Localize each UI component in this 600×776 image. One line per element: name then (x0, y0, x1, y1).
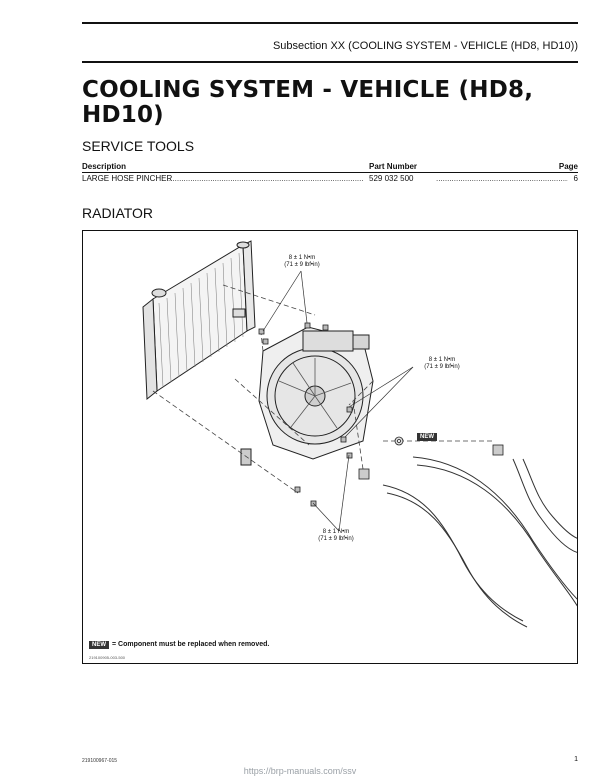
bolts (258, 322, 353, 507)
tool-part-number: 529 032 500 (369, 174, 414, 183)
torque-value: 8 ± 1 N•m (288, 255, 316, 261)
col-description: Description (82, 162, 127, 171)
col-part-number: Part Number (369, 162, 418, 171)
service-tools-heading: SERVICE TOOLS (82, 138, 195, 154)
new-badge: NEW (417, 433, 437, 441)
torque-imperial: (71 ± 9 lbf•in) (424, 364, 460, 370)
header-bottom-rule (82, 61, 578, 63)
page-title: COOLING SYSTEM - VEHICLE (HD8, HD10) (82, 77, 534, 128)
torque-leaders (262, 270, 414, 532)
page-number: 1 (574, 756, 578, 763)
leader-dots: ........................................… (436, 174, 568, 182)
radiator-core (142, 240, 256, 401)
radiator-exploded-view: 8 ± 1 N•m (71 ± 9 lbf•in) 8 ± 1 N•m (71 … (82, 230, 578, 664)
radiator-illustration (142, 240, 577, 628)
source-url-link[interactable]: https://brp-manuals.com/ssv (243, 766, 357, 776)
torque-callout-right: 8 ± 1 N•m (71 ± 9 lbf•in) (407, 357, 477, 371)
subsection-header: Subsection XX (COOLING SYSTEM - VEHICLE … (272, 40, 578, 52)
fan-shroud (240, 326, 374, 466)
figure-code: 219100905-003-500 (89, 655, 126, 660)
table-header-rule (82, 172, 578, 173)
hose-clamps (358, 444, 504, 480)
tool-description: LARGE HOSE PINCHER (82, 174, 173, 183)
torque-value: 8 ± 1 N•m (428, 357, 456, 363)
leader-dots: ........................................… (168, 174, 364, 182)
torque-imperial: (71 ± 9 lbf•in) (318, 536, 354, 542)
tool-page: 6 (573, 174, 578, 183)
torque-imperial: (71 ± 9 lbf•in) (284, 262, 320, 268)
header-top-rule (82, 22, 578, 24)
figure-legend: NEW= Component must be replaced when rem… (89, 641, 269, 649)
footer-doc-code: 219100967-015 (82, 758, 118, 764)
legend-text: = Component must be replaced when remove… (112, 641, 270, 648)
washer (394, 436, 404, 446)
radiator-heading: RADIATOR (82, 205, 154, 221)
col-page: Page (558, 162, 578, 171)
legend-new-badge: NEW (89, 641, 109, 649)
torque-callout-bottom: 8 ± 1 N•m (71 ± 9 lbf•in) (301, 529, 371, 543)
torque-callout-top: 8 ± 1 N•m (71 ± 9 lbf•in) (267, 255, 337, 269)
torque-value: 8 ± 1 N•m (322, 529, 350, 535)
coolant-hoses (382, 456, 577, 628)
